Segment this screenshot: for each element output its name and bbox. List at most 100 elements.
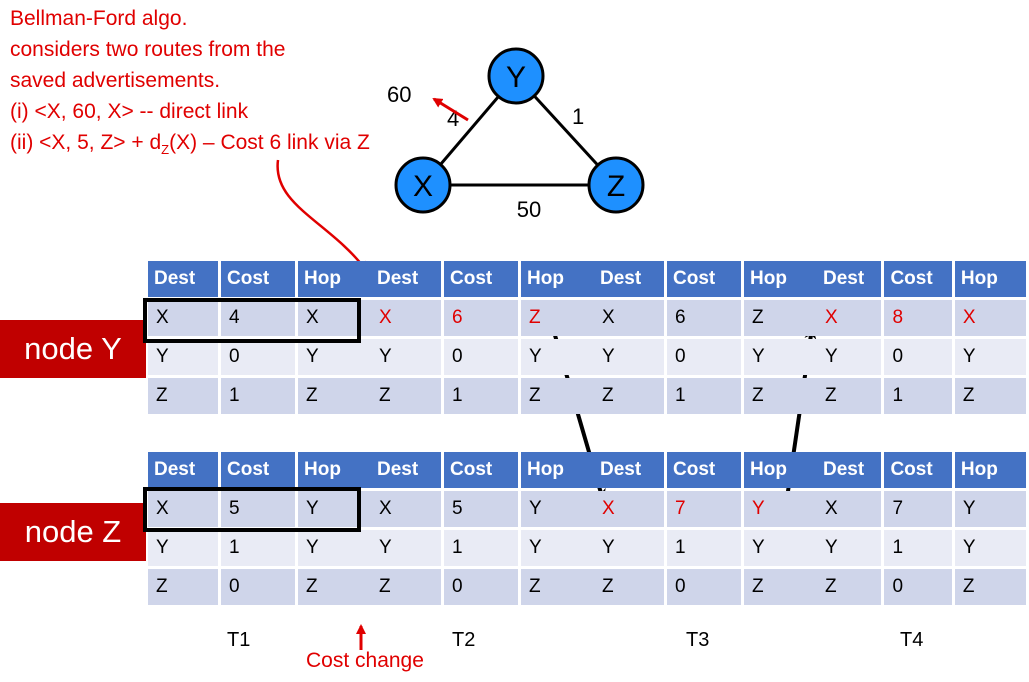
table-cell: X — [298, 300, 380, 336]
table-cell: X — [594, 300, 664, 336]
table-cell: X — [371, 491, 441, 527]
table-cell: 0 — [667, 569, 741, 605]
table-cell: 6 — [667, 300, 741, 336]
table-cell: 1 — [221, 530, 295, 566]
column-header-hop: Hop — [744, 452, 826, 488]
cost-change-arrow-graph — [432, 97, 469, 122]
table-cell: 0 — [221, 339, 295, 375]
table-cell: X — [371, 300, 441, 336]
table-cell: 0 — [667, 339, 741, 375]
node-z-label-box: node Z — [0, 503, 146, 561]
column-header-cost: Cost — [444, 261, 518, 297]
edge-y-z-cost: 1 — [572, 104, 584, 129]
table-cell: Y — [371, 530, 441, 566]
table-cell: Y — [521, 530, 603, 566]
table-cell: X — [148, 300, 218, 336]
table-cell: Z — [298, 569, 380, 605]
table-cell: X — [817, 491, 882, 527]
cost-change-label: Cost change — [306, 649, 424, 672]
table-cell: Y — [954, 339, 1026, 375]
table-cell: Z — [594, 378, 664, 414]
algorithm-note: Bellman-Ford algo. considers two routes … — [10, 3, 370, 165]
table-cell: Y — [521, 491, 603, 527]
column-header-cost: Cost — [667, 452, 741, 488]
table-cell: Z — [817, 569, 882, 605]
column-header-hop: Hop — [744, 261, 826, 297]
node-z-label: Z — [607, 170, 625, 203]
column-header-cost: Cost — [444, 452, 518, 488]
column-header-hop: Hop — [521, 261, 603, 297]
table-cell: Z — [521, 569, 603, 605]
table-cell: Z — [954, 378, 1026, 414]
table-cell: Y — [371, 339, 441, 375]
changed-cost-label: 60 — [387, 82, 411, 107]
node-y-label: Y — [506, 61, 526, 94]
table-cell: 4 — [221, 300, 295, 336]
table-cell: Y — [744, 491, 826, 527]
column-header-cost: Cost — [884, 452, 952, 488]
table-cell: Z — [954, 569, 1026, 605]
table-cell: Z — [521, 300, 603, 336]
column-header-cost: Cost — [884, 261, 952, 297]
note-to-table-arrow — [276, 159, 368, 272]
table-cell: Y — [148, 339, 218, 375]
table-cell: Y — [817, 530, 882, 566]
table-cell: Y — [298, 339, 380, 375]
table-cell: 1 — [667, 378, 741, 414]
table-cell: 8 — [884, 300, 952, 336]
table-cell: Z — [744, 300, 826, 336]
column-header-dest: Dest — [371, 452, 441, 488]
table-cell: 5 — [221, 491, 295, 527]
node-y-label-box: node Y — [0, 320, 146, 378]
table-cell: Y — [298, 530, 380, 566]
time-label-t1: T1 — [227, 629, 251, 651]
table-cell: Y — [954, 491, 1026, 527]
column-header-cost: Cost — [667, 261, 741, 297]
table-cell: 1 — [884, 530, 952, 566]
table-cell: Z — [371, 378, 441, 414]
table-cell: 7 — [884, 491, 952, 527]
highlight-z-t1-row — [143, 487, 361, 532]
note-line-2: considers two routes from the — [10, 38, 286, 61]
time-label-t4: T4 — [900, 629, 924, 651]
table-cell: 0 — [444, 339, 518, 375]
table-cell: X — [817, 300, 882, 336]
table-cell: Z — [148, 569, 218, 605]
column-header-hop: Hop — [521, 452, 603, 488]
table-cell: 1 — [444, 378, 518, 414]
column-header-cost: Cost — [221, 452, 295, 488]
table-cell: 5 — [444, 491, 518, 527]
node-z-circle — [587, 156, 645, 214]
column-header-hop: Hop — [954, 452, 1026, 488]
table-cell: 7 — [667, 491, 741, 527]
time-label-t3: T3 — [686, 629, 710, 651]
time-label-t2: T2 — [452, 629, 476, 651]
table-cell: Z — [817, 378, 882, 414]
column-header-cost: Cost — [221, 261, 295, 297]
